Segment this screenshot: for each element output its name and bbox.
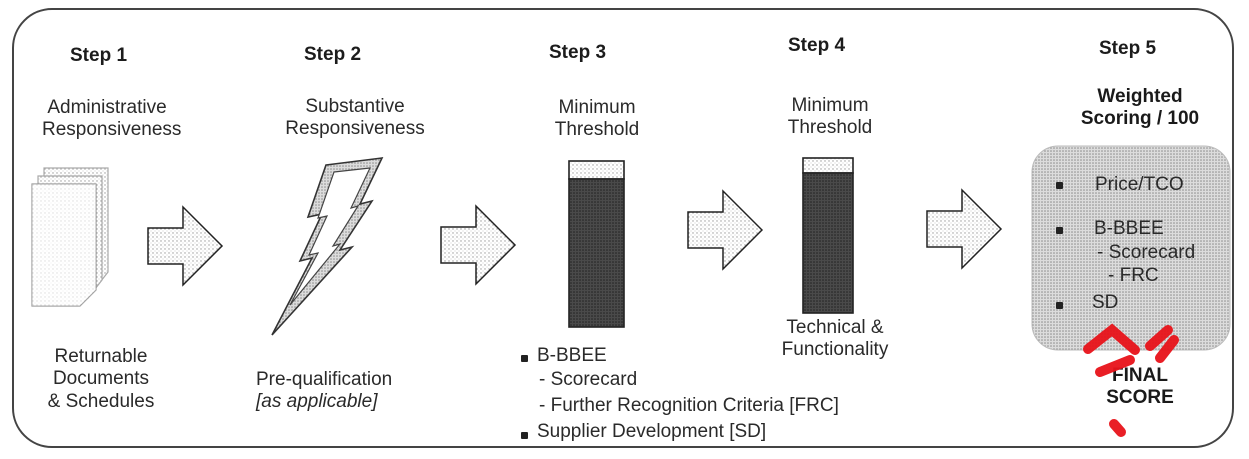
box-item-scorecard: - Scorecard	[1097, 242, 1196, 263]
step-3-criteria-frc: - Further Recognition Criteria [FRC]	[539, 395, 839, 416]
bullet-icon	[521, 432, 528, 439]
bullet-icon	[1056, 182, 1063, 189]
arrow-3-icon	[687, 189, 764, 271]
arrow-4-icon	[926, 188, 1003, 270]
step-3-criteria-scorecard: - Scorecard	[539, 369, 638, 390]
box-item-sd: SD	[1092, 292, 1119, 313]
threshold-bar-4	[802, 157, 854, 314]
lightning-bolt-icon	[271, 157, 384, 336]
process-frame	[12, 8, 1234, 448]
box-item-bbbee: B-BBEE	[1094, 218, 1164, 239]
step-3-title: Step 3	[549, 42, 607, 63]
arrow-2-icon	[440, 204, 517, 286]
step-5-title: Step 5	[1099, 38, 1157, 59]
bullet-icon	[1056, 302, 1063, 309]
step-4-footer: Technical &Functionality	[781, 317, 889, 361]
box-item-frc: - FRC	[1108, 265, 1159, 286]
step-4-title: Step 4	[788, 35, 846, 56]
step-1-title: Step 1	[70, 45, 128, 66]
step-3-criteria-bbbee: B-BBEE	[537, 345, 607, 366]
threshold-bar-3	[568, 160, 625, 328]
step-3-criteria-sd: Supplier Development [SD]	[537, 421, 767, 442]
bullet-icon	[521, 355, 528, 362]
bullet-icon	[1056, 227, 1063, 234]
documents-icon	[31, 167, 109, 307]
step-2-title: Step 2	[304, 44, 362, 65]
step-2-footer: Pre-qualification[as applicable]	[256, 369, 393, 413]
box-item-price: Price/TCO	[1095, 174, 1184, 195]
arrow-1-icon	[147, 205, 224, 287]
